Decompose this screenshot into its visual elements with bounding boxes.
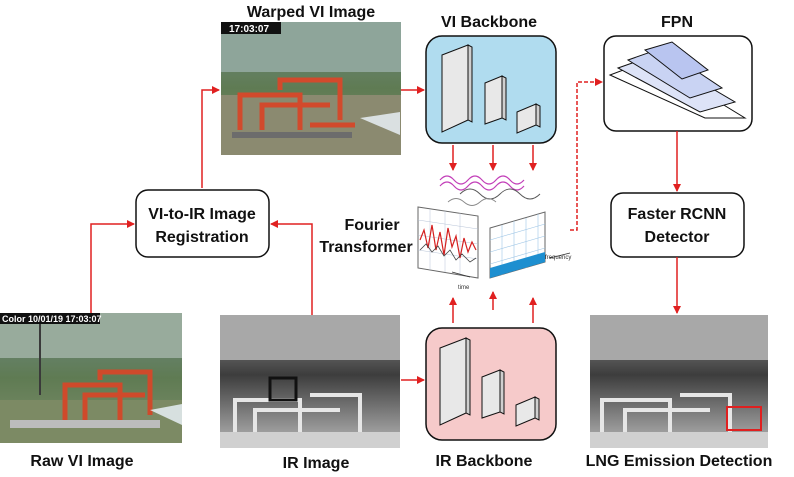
fpn-layers — [608, 41, 747, 119]
fourier-label-line1: Fourier — [344, 217, 399, 234]
faster-rcnn-label-line2: Detector — [645, 229, 710, 246]
ir-image-label: IR Image — [283, 455, 350, 472]
frequency-axis-label: frequency — [545, 255, 571, 261]
warped-vi-image — [221, 22, 401, 155]
ir-image — [220, 315, 400, 448]
detection-box — [726, 406, 762, 431]
raw-timestamp: Color 10/01/19 17:03:07 — [2, 314, 102, 324]
flow-arrows — [90, 78, 681, 384]
fourier-illustration — [417, 175, 571, 279]
lng-detection-label: LNG Emission Detection — [586, 453, 773, 470]
time-axis-label: time — [458, 285, 470, 291]
fpn-label: FPN — [661, 14, 693, 31]
warped-timestamp: 17:03:07 — [229, 24, 269, 35]
registration-label-line1: VI-to-IR Image — [148, 206, 256, 223]
fourier-label-line2: Transformer — [319, 239, 412, 256]
faster-rcnn-box — [610, 192, 745, 258]
raw-vi-image-label: Raw VI Image — [30, 453, 133, 470]
ir-backbone-label: IR Backbone — [436, 453, 533, 470]
ir-backbone-blocks — [439, 337, 540, 427]
vi-backbone-blocks — [441, 44, 541, 134]
registration-label-line2: Registration — [155, 229, 248, 246]
faster-rcnn-label-line1: Faster RCNN — [628, 206, 727, 223]
vi-backbone-label: VI Backbone — [441, 14, 537, 31]
lng-detection-image — [590, 315, 768, 448]
raw-vi-image — [0, 313, 182, 443]
registration-box — [135, 189, 270, 258]
warped-vi-image-label: Warped VI Image — [247, 4, 375, 21]
